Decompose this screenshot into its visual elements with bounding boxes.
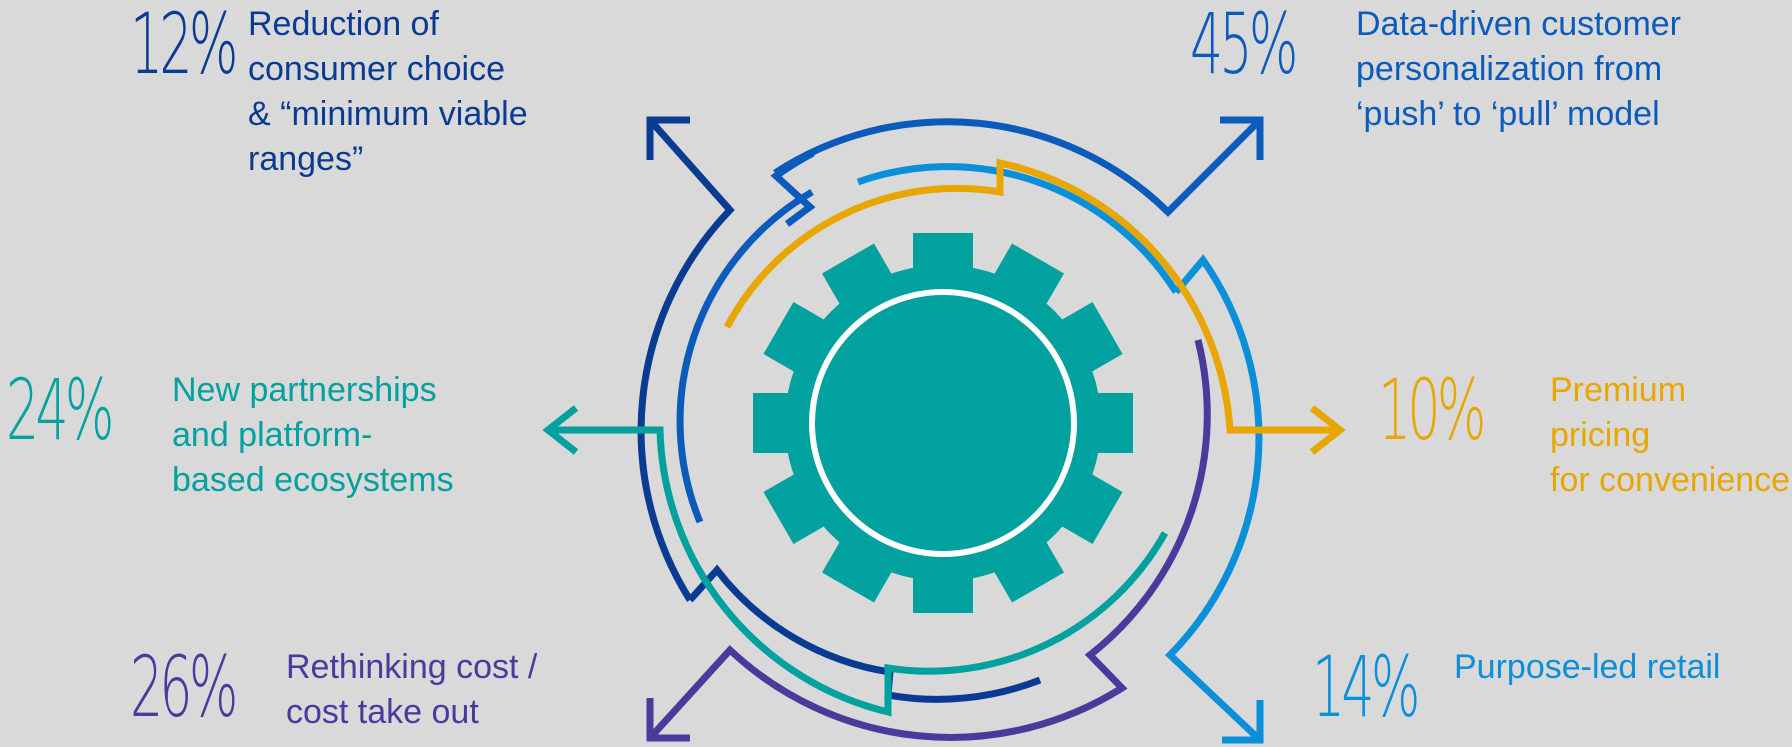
percent-bottom-right: 14% — [1312, 638, 1420, 736]
item-top-right: 45% Data-driven customer personalization… — [1190, 2, 1681, 137]
item-middle-right: 10% Premium pricing for convenience — [1378, 368, 1792, 503]
item-middle-left: 24% New partnerships and platform- based… — [6, 368, 454, 503]
item-top-left: 12% Reduction of consumer choice & “mini… — [130, 2, 528, 182]
gold-arc — [723, 158, 1340, 434]
navy-arrowhead — [646, 116, 690, 160]
percent-top-right: 45% — [1190, 0, 1298, 93]
percent-middle-right: 10% — [1378, 361, 1486, 459]
teal-arc — [548, 426, 1169, 717]
navy-arc-upper — [637, 117, 735, 602]
teal-arrowhead — [542, 405, 579, 455]
percent-top-left: 12% — [130, 0, 238, 93]
label-middle-right: Premium pricing for convenience — [1550, 371, 1791, 499]
label-middle-left: New partnerships and platform- based eco… — [172, 371, 454, 499]
label-bottom-left: Rethinking cost / cost take out — [286, 648, 538, 731]
gold-arrowhead — [1309, 405, 1346, 455]
purple-arc-right — [647, 339, 1211, 741]
percent-middle-left: 24% — [6, 361, 114, 459]
lightblue-arc-right — [1165, 254, 1263, 743]
percent-bottom-left: 26% — [130, 638, 238, 736]
label-bottom-right: Purpose-led retail — [1454, 648, 1721, 686]
lightblue-arc-top — [856, 163, 1179, 294]
blue-arc-main — [773, 117, 1263, 217]
navy-arc-lower — [687, 564, 1042, 703]
gear-icon — [753, 233, 1133, 613]
lightblue-arrowhead — [1222, 700, 1264, 744]
label-top-right: Data-driven customer personalization fro… — [1356, 5, 1682, 133]
purple-arrowhead — [646, 698, 690, 742]
blue-arrowhead — [1220, 116, 1264, 160]
inner-blue-arc — [676, 188, 814, 524]
item-bottom-right: 14% Purpose-led retail — [1312, 645, 1720, 729]
label-top-left: Reduction of consumer choice & “minimum … — [248, 5, 528, 178]
item-bottom-left: 26% Rethinking cost / cost take out — [130, 645, 537, 735]
